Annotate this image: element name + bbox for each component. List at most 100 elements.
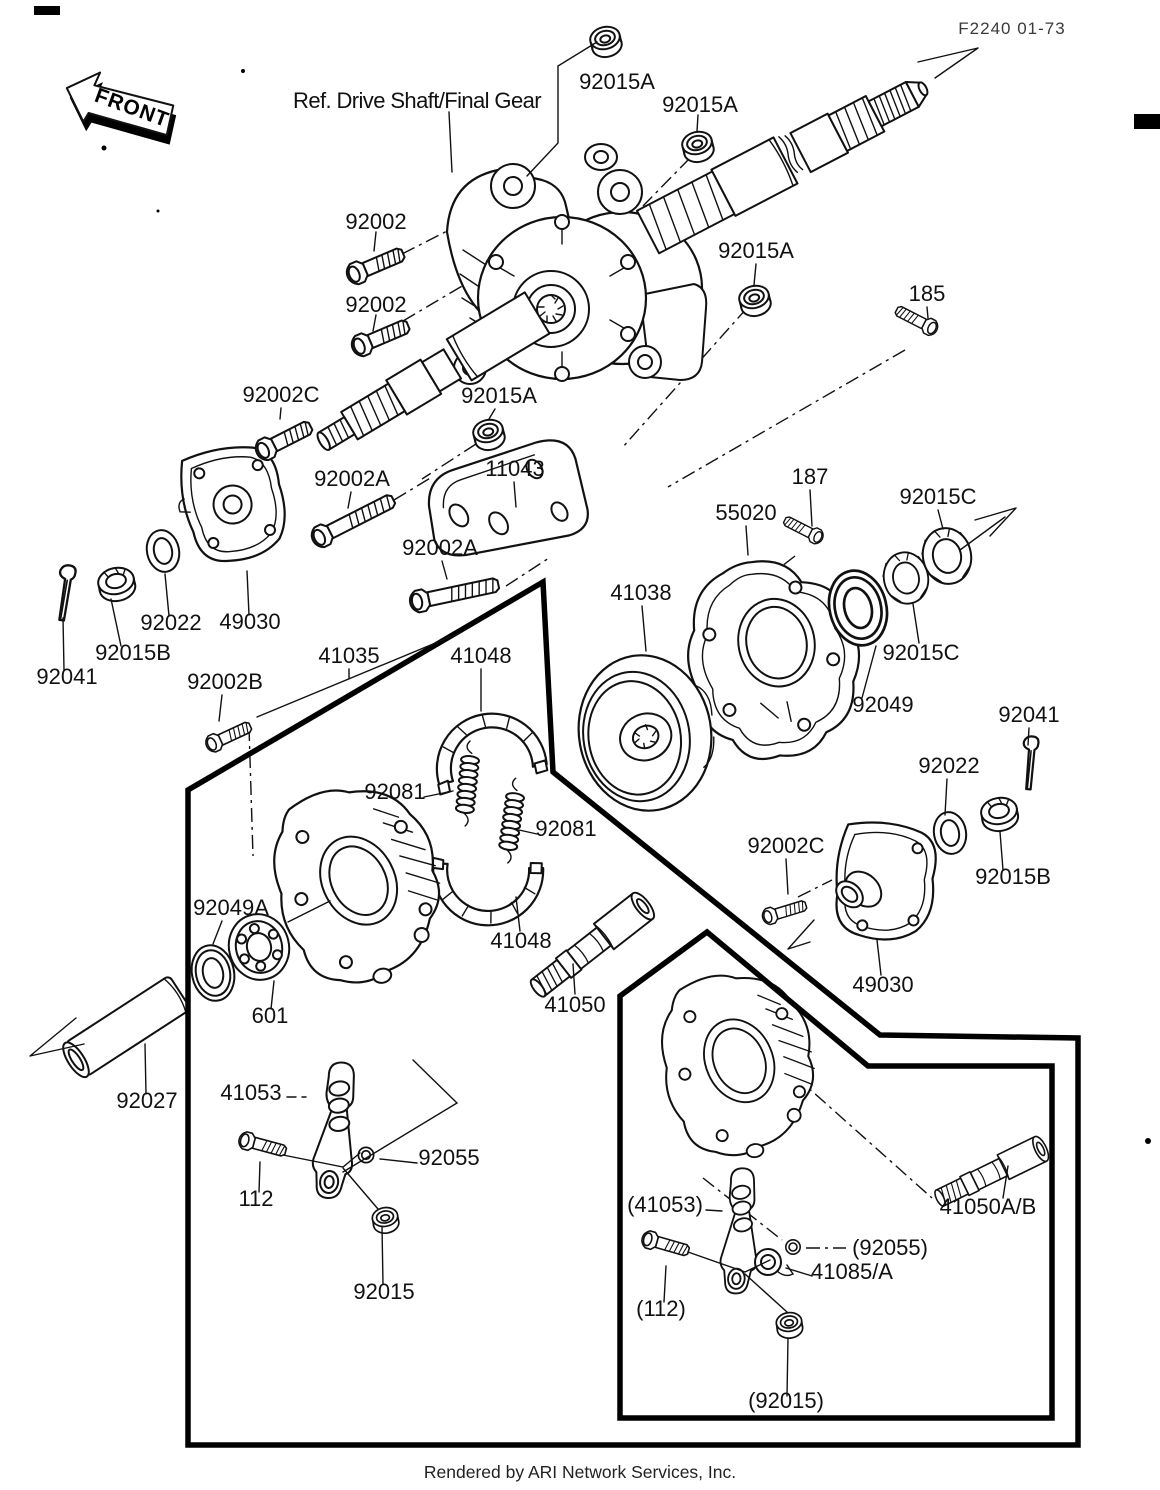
part-label-41050AB: 41050A/B xyxy=(940,1194,1037,1219)
part-label-92015-2: (92015) xyxy=(748,1388,824,1413)
ref-drive-shaft-label: Ref. Drive Shaft/Final Gear xyxy=(293,88,541,113)
direction-arrows xyxy=(29,47,1017,1057)
bearing-601-drawing xyxy=(227,913,291,981)
footer-credit: Rendered by ARI Network Services, Inc. xyxy=(424,1462,736,1482)
output-shaft-drawing xyxy=(316,291,551,451)
part-label-92022-1: 92022 xyxy=(140,610,201,635)
nut-92015B-right-drawing xyxy=(978,794,1022,835)
bolt-112-1-drawing xyxy=(236,1129,289,1161)
arrow-top-right-icon xyxy=(917,47,979,79)
part-label-185: 185 xyxy=(909,281,946,306)
final-gear-case-drawing xyxy=(445,143,708,385)
nut-92015-b-drawing xyxy=(774,1310,805,1341)
bolt-92002C-1-drawing xyxy=(251,415,317,465)
part-label-92015-1: 92015 xyxy=(353,1279,414,1304)
part-label-92015C-2: 92015C xyxy=(882,640,959,665)
washer-92022-left-drawing xyxy=(141,526,185,576)
nut-92015A-4-drawing xyxy=(469,415,509,455)
part-label-92041-1: 92041 xyxy=(36,664,97,689)
part-label-41048-1: 41048 xyxy=(450,643,511,668)
parts-drawings xyxy=(52,22,1053,1341)
cover-49030-left-drawing xyxy=(178,446,286,563)
bolt-92002-1-drawing xyxy=(342,242,409,289)
part-label-11043: 11043 xyxy=(485,456,545,481)
labels: F2240 01-73 Ref. Drive Shaft/Final Gear … xyxy=(36,19,1065,1482)
bolt-92002A-1-drawing xyxy=(307,488,400,552)
part-label-92081-1: 92081 xyxy=(364,779,425,804)
part-label-112-1: 112 xyxy=(238,1186,273,1211)
part-label-92002-1: 92002 xyxy=(345,209,406,234)
detail-outline-main xyxy=(185,577,1081,1448)
part-label-187: 187 xyxy=(792,464,829,489)
scan-marks xyxy=(34,6,1160,1144)
brake-lever-b-drawing xyxy=(716,1166,766,1297)
part-label-92002C-1: 92002C xyxy=(242,382,319,407)
part-label-92049A: 92049A xyxy=(193,895,269,920)
pin-92041-right-drawing xyxy=(1019,734,1040,791)
nut-92015A-2-drawing xyxy=(678,127,718,167)
sheet-code: F2240 01-73 xyxy=(958,19,1065,38)
part-label-55020: 55020 xyxy=(715,500,776,525)
part-label-92002-2: 92002 xyxy=(345,292,406,317)
part-label-92002A-2: 92002A xyxy=(402,535,478,560)
nut-92015B-left-drawing xyxy=(94,563,139,606)
brake-panel-drawing xyxy=(255,768,462,1004)
arrow-92027-icon xyxy=(29,1017,85,1057)
part-label-92015A-4: 92015A xyxy=(461,383,537,408)
part-label-92081-2: 92081 xyxy=(535,816,596,841)
part-label-92015A-1: 92015A xyxy=(579,69,655,94)
bolt-92002-2-drawing xyxy=(347,314,414,361)
brake-drum-drawing xyxy=(577,654,715,812)
bracket-drawing xyxy=(427,439,589,557)
part-label-92002C-2: 92002C xyxy=(747,833,824,858)
part-label-41050: 41050 xyxy=(544,992,605,1017)
axle-sleeve-drawing xyxy=(62,976,190,1079)
oring-92055-b-drawing xyxy=(784,1239,802,1255)
part-label-92002A-1: 92002A xyxy=(314,466,390,491)
part-label-41053-1: 41053 xyxy=(220,1080,281,1105)
part-label-41035: 41035 xyxy=(318,643,379,668)
cover-49030-right-drawing xyxy=(835,821,937,941)
drum-cover-drawing xyxy=(687,560,861,760)
leader-lines xyxy=(62,41,1030,1397)
bolt-187-drawing xyxy=(780,512,827,547)
part-label-92041-2: 92041 xyxy=(998,702,1059,727)
part-label-92015C-1: 92015C xyxy=(899,484,976,509)
part-label-92015A-3: 92015A xyxy=(718,238,794,263)
arrow-49030-right-icon xyxy=(787,919,815,950)
bolt-112-2-drawing xyxy=(639,1228,692,1261)
nut-92015A-1-drawing xyxy=(586,22,626,62)
brake-lever-drawing xyxy=(307,1059,367,1202)
part-label-41085A: 41085/A xyxy=(811,1259,893,1284)
part-label-92002B: 92002B xyxy=(187,669,263,694)
pin-92041-left-drawing xyxy=(52,563,78,623)
part-label-92022-2: 92022 xyxy=(918,753,979,778)
nut-92015-drawing xyxy=(369,1204,402,1236)
bolt-92002B-drawing xyxy=(202,717,255,756)
washer-92022-right-drawing xyxy=(929,808,971,858)
part-label-92049: 92049 xyxy=(852,692,913,717)
rear-axle-shaft-drawing xyxy=(635,80,929,255)
bolt-92002C-2-drawing xyxy=(759,896,810,927)
arrow-92015C-icon xyxy=(959,507,1017,551)
bolt-92002A-2-drawing xyxy=(406,572,502,615)
part-label-601: 601 xyxy=(252,1003,289,1028)
part-label-112-2: (112) xyxy=(636,1296,686,1321)
part-label-41053-2: (41053) xyxy=(627,1192,703,1217)
part-label-92027: 92027 xyxy=(116,1088,177,1113)
front-arrow: FRONT xyxy=(65,71,177,145)
washer-41085-drawing xyxy=(754,1248,795,1277)
brake-panel-b-drawing xyxy=(648,960,830,1172)
detail-outlines xyxy=(185,577,1081,1448)
part-label-49030-2: 49030 xyxy=(852,972,913,997)
bolt-185-drawing xyxy=(892,301,942,339)
detail-outline-inner xyxy=(617,928,1055,1421)
part-label-41038: 41038 xyxy=(610,580,671,605)
part-label-92015B-2: 92015B xyxy=(975,864,1051,889)
part-label-92055-1: 92055 xyxy=(418,1145,479,1170)
part-label-92015A-2: 92015A xyxy=(662,92,738,117)
part-label-92015B-1: 92015B xyxy=(95,640,171,665)
brake-shoes-drawing xyxy=(431,712,549,927)
